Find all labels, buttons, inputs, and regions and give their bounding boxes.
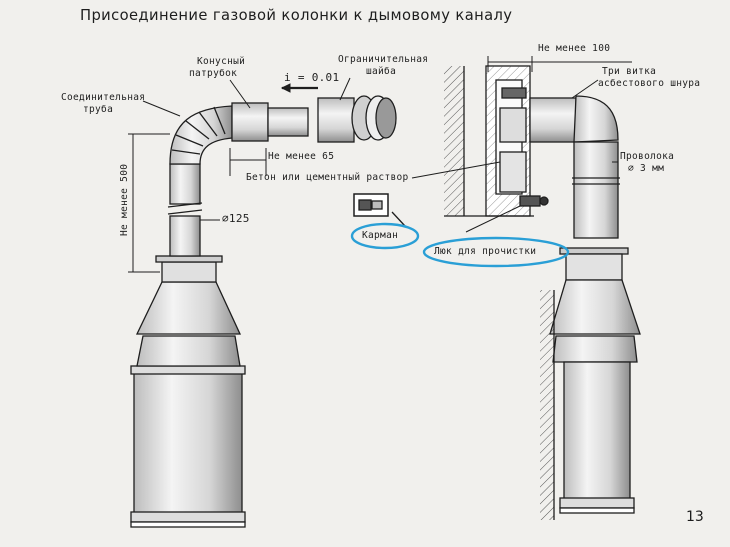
left-elbow: [169, 95, 397, 165]
label-washer-1: Ограничительная: [338, 54, 429, 65]
label-concrete: Бетон или цементный раствор: [246, 172, 409, 183]
label-three-turns-2: асбестового шнура: [598, 78, 701, 89]
left-dimensions: [128, 77, 351, 273]
highlight-marks: [350, 222, 570, 268]
page-title: Присоединение газовой колонки к дымовому…: [80, 6, 513, 24]
label-conical-nozzle-1: Конусный: [197, 56, 246, 67]
label-pocket: Карман: [362, 230, 399, 241]
left-heater: [130, 163, 246, 528]
page-number: 13: [686, 509, 704, 525]
label-min-100: Не менее 100: [538, 43, 611, 54]
right-dimensions: [411, 56, 632, 233]
label-min-65: Не менее 65: [268, 151, 335, 162]
label-connecting-pipe-2: труба: [83, 104, 114, 115]
label-washer-2: шайба: [366, 66, 397, 77]
label-three-turns-1: Три витка: [602, 66, 657, 77]
cleanout-highlight: [422, 236, 570, 268]
label-connecting-pipe-1: Соединительная: [61, 92, 146, 103]
label-cleanout-hatch: Люк для прочистки: [434, 246, 537, 257]
label-diameter-125: ⌀125: [222, 212, 250, 225]
pocket-symbol: [353, 193, 406, 227]
label-wire-2: ⌀ 3 мм: [628, 163, 665, 174]
label-slope: i = 0.01: [284, 71, 340, 84]
label-wire-1: Проволока: [620, 151, 675, 162]
label-conical-nozzle-2: патрубок: [189, 68, 238, 79]
right-heater: [529, 95, 641, 520]
label-min-500: Не менее 500: [119, 163, 130, 236]
pocket-highlight: [350, 222, 420, 250]
chimney-wall: [444, 65, 549, 217]
